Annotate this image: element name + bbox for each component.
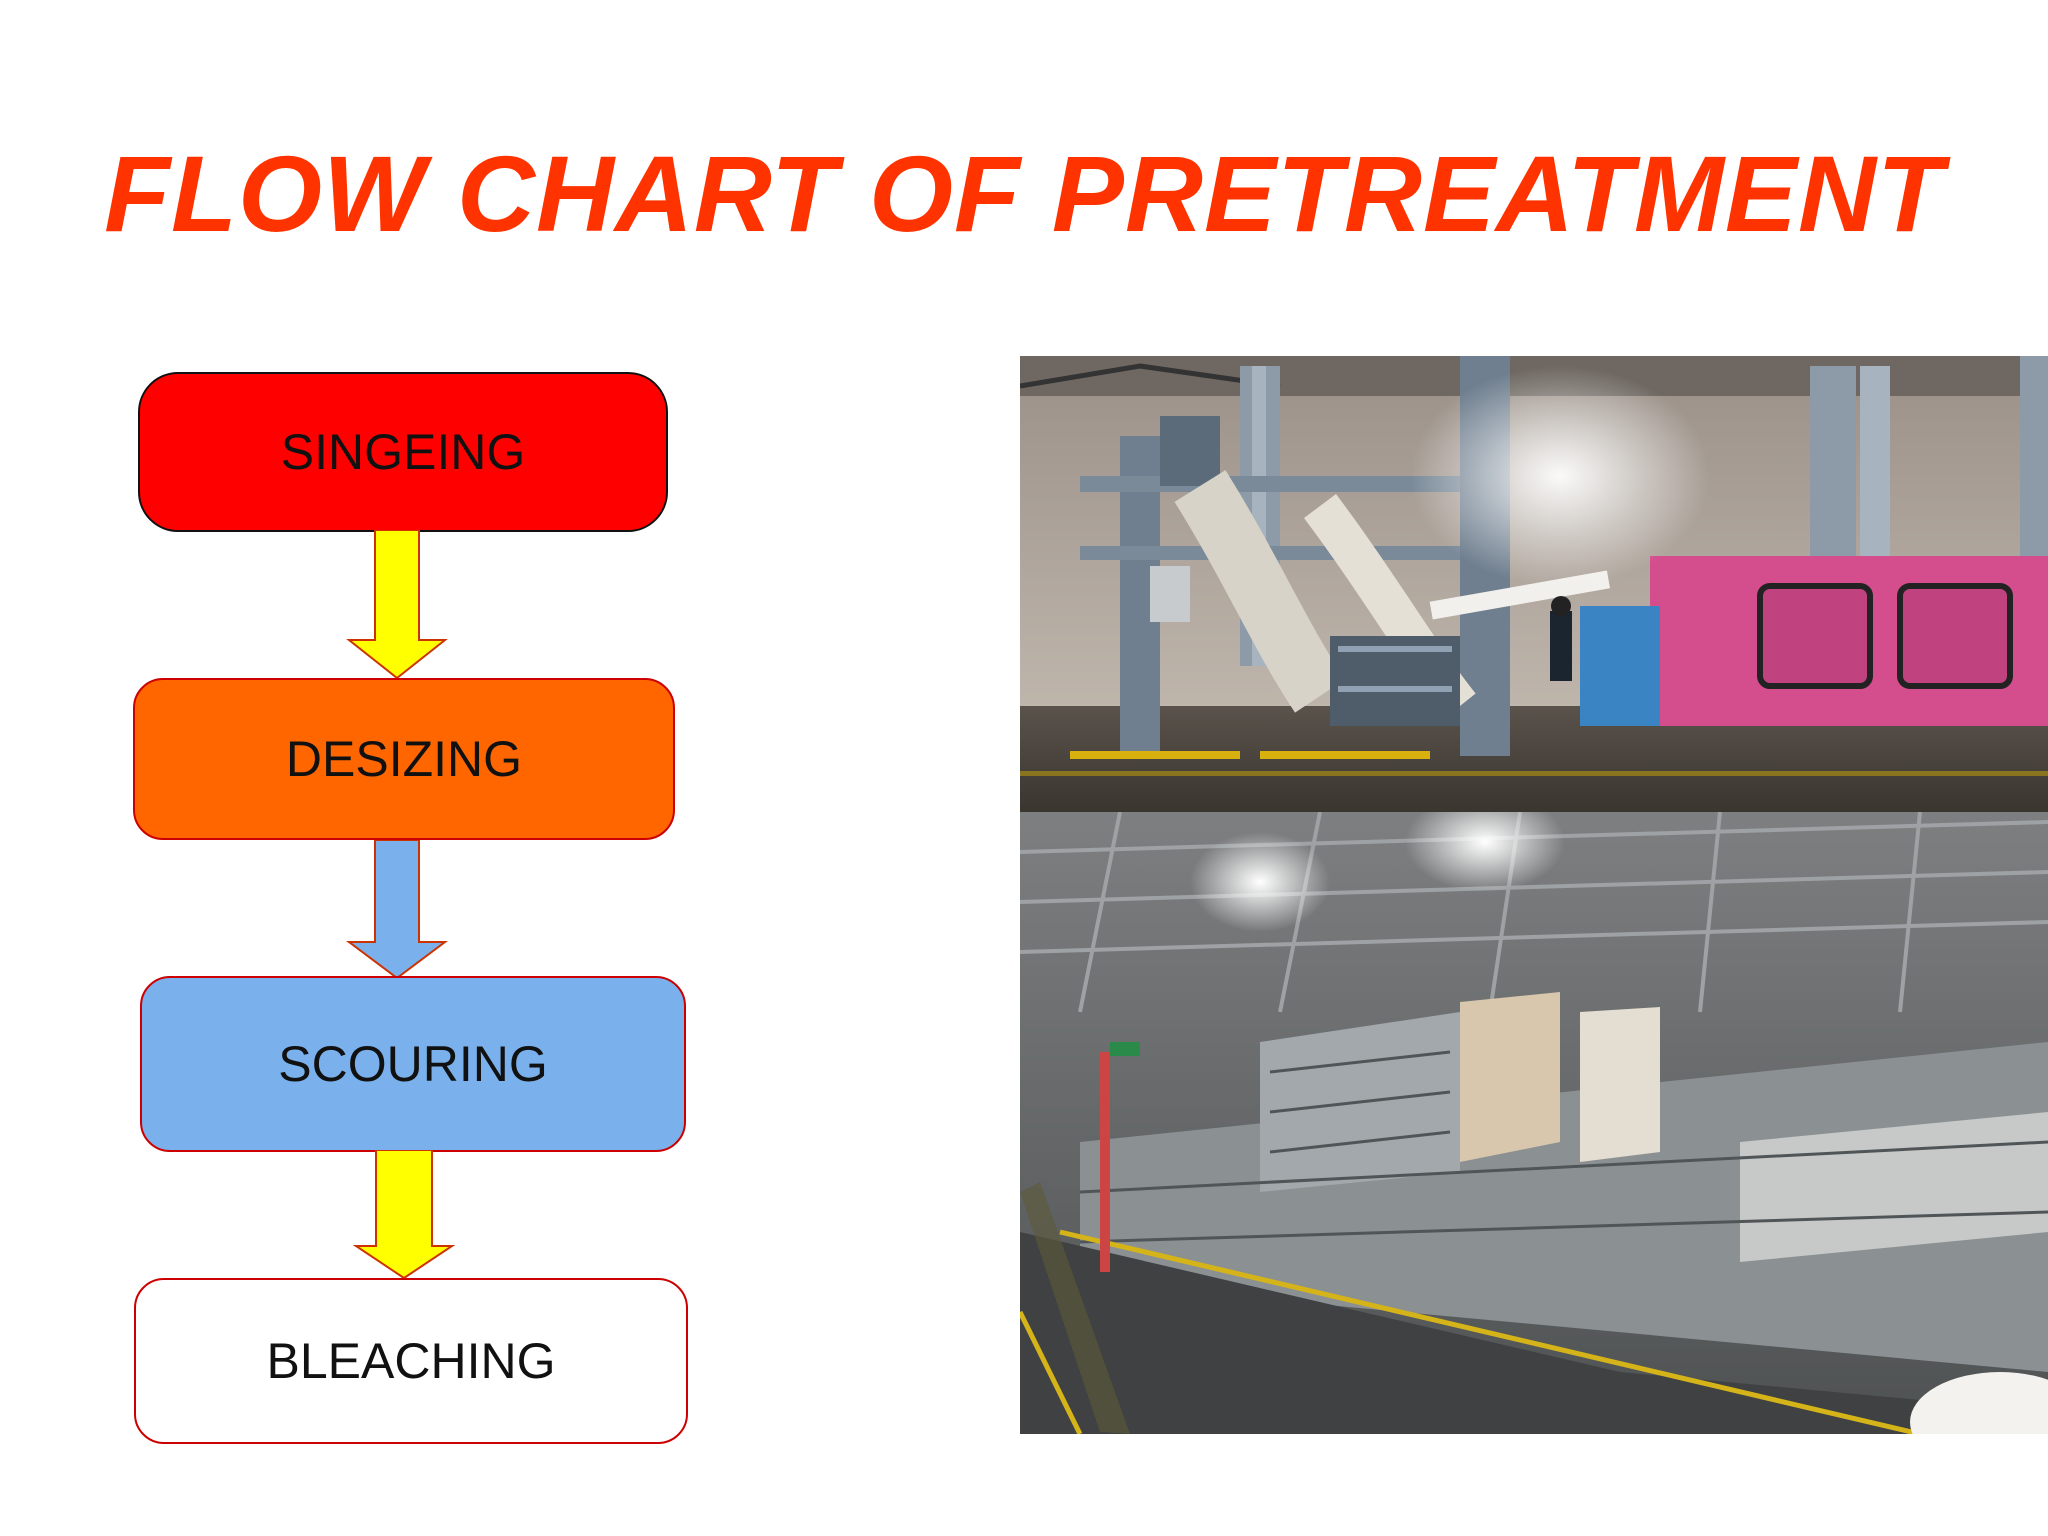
step-bleaching: BLEACHING (134, 1278, 688, 1444)
step-desizing: DESIZING (133, 678, 675, 840)
singeing-machine-illustration (1020, 356, 2048, 812)
photo-singeing-machine (1020, 356, 2048, 812)
step-singeing: SINGEING (138, 372, 668, 532)
process-flowchart: SINGEING DESIZING SCOURING BLEACHING (0, 0, 760, 1536)
bleaching-range-illustration (1020, 812, 2048, 1434)
arrow-scouring-to-bleaching (352, 1150, 456, 1280)
step-scouring: SCOURING (140, 976, 686, 1152)
slide-title: FLOW CHART OF PRETREATMENT (104, 133, 1944, 254)
arrow-singeing-to-desizing (346, 530, 448, 680)
arrow-desizing-to-scouring (346, 840, 448, 980)
photo-bleaching-range (1020, 812, 2048, 1434)
